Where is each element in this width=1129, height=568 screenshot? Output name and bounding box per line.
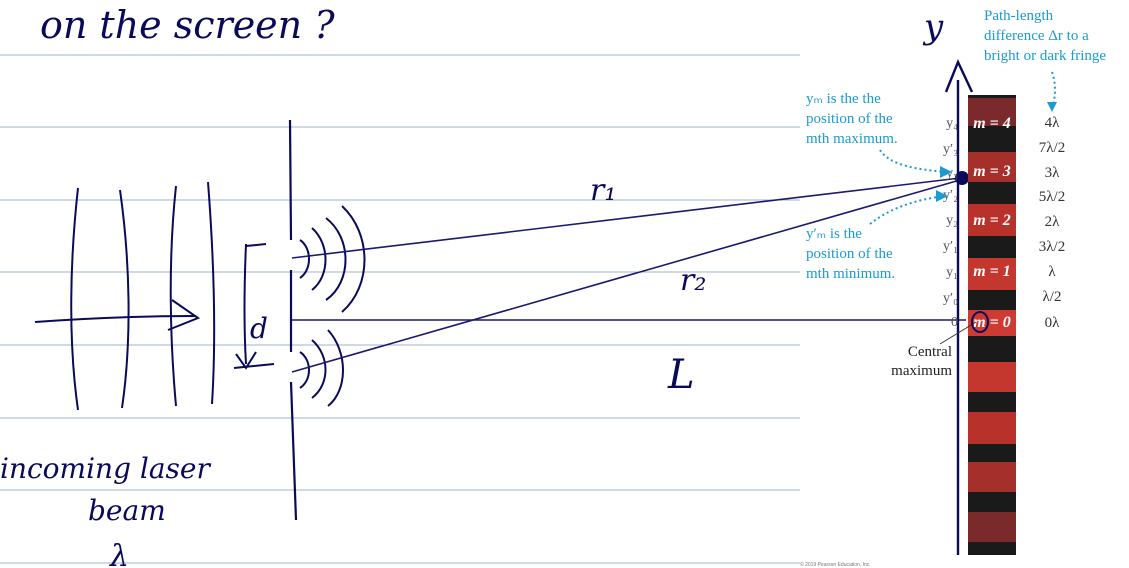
label-L: L (667, 352, 695, 398)
ym-note: yₘ is the the position of the mth maximu… (806, 91, 898, 147)
path-difference-labels: 4λ 7λ/2 3λ 5λ/2 2λ 3λ/2 λ λ/2 0λ (1039, 115, 1065, 331)
incoming-arrow (34, 299, 201, 331)
pd-3: 3λ (1045, 165, 1061, 181)
fringe-strip (968, 95, 1016, 555)
path-length-title-2: difference Δr to a (984, 28, 1089, 44)
top-note: on the screen ? (40, 3, 335, 47)
yprime-note: y′ₘ is the position of the mth minimum. (806, 226, 895, 282)
tick-y2: y₂ (946, 213, 958, 228)
rays (291, 177, 966, 373)
pd-half: λ/2 (1043, 289, 1062, 305)
label-r1: r₁ (590, 173, 616, 208)
central-label-2: maximum (891, 363, 952, 379)
pd-1: λ (1048, 264, 1056, 280)
slit-barrier (288, 119, 298, 521)
tick-y3prime: y′₃ (943, 142, 958, 157)
pd-2: 2λ (1045, 214, 1061, 230)
y-tick-labels: y₄ y′₃ y₃ y′₂ y₂ y′₁ y₁ y′₀ 0 (943, 116, 958, 330)
order-m2: m = 2 (973, 212, 1011, 229)
copyright: © 2019 Pearson Education, Inc. (800, 561, 871, 568)
pd-7half: 7λ/2 (1039, 140, 1065, 156)
order-m4: m = 4 (973, 115, 1011, 132)
pd-3half: 3λ/2 (1039, 239, 1065, 255)
yprime-arrowhead (936, 190, 948, 202)
order-labels: m = 4 m = 3 m = 2 m = 1 m = 0 (973, 115, 1011, 331)
label-d: d (250, 312, 268, 345)
ym-pointer (879, 149, 949, 173)
order-m1: m = 1 (973, 263, 1011, 280)
yprime-note-2: position of the (806, 246, 893, 262)
ym-note-3: mth maximum. (806, 131, 898, 147)
order-m0: m = 0 (973, 314, 1011, 331)
tick-y3: y₃ (946, 166, 958, 181)
ruled-lines (0, 54, 800, 564)
tick-y1prime: y′₁ (943, 239, 958, 254)
label-r2: r₂ (680, 263, 706, 298)
order-m3: m = 3 (973, 163, 1011, 180)
path-length-title-3: bright or dark fringe (984, 48, 1106, 64)
ym-arrowhead (940, 166, 952, 178)
tick-zero: 0 (951, 315, 958, 330)
yprime-pointer (869, 195, 945, 225)
yprime-note-3: mth minimum. (806, 266, 895, 282)
path-length-title-1: Path-length (984, 8, 1054, 24)
pd-0: 0λ (1045, 315, 1061, 331)
tick-y1: y₁ (946, 265, 958, 280)
slit-separation (233, 243, 275, 370)
tick-y0prime: y′₀ (943, 291, 958, 306)
screen-axis (944, 58, 974, 556)
ym-note-1: yₘ is the the (806, 91, 881, 107)
ym-note-2: position of the (806, 111, 893, 127)
pd-5half: 5λ/2 (1039, 189, 1065, 205)
path-length-title: Path-length difference Δr to a bright or… (984, 8, 1106, 64)
label-beam-line2: beam (88, 494, 166, 527)
label-lambda: λ (109, 539, 129, 568)
yprime-note-1: y′ₘ is the (806, 226, 862, 242)
slit-waves (299, 205, 366, 407)
pd-4: 4λ (1045, 115, 1061, 131)
central-label-1: Central (908, 344, 952, 360)
label-beam-line1: incoming laser (0, 452, 211, 485)
wavefronts (70, 181, 216, 411)
label-y: y (922, 7, 944, 47)
tick-y4: y₄ (946, 116, 958, 131)
path-length-arrowhead (1047, 102, 1057, 112)
central-pointer (939, 321, 977, 345)
handwritten-zero (971, 311, 989, 333)
tick-y2prime: y′₂ (943, 188, 958, 203)
